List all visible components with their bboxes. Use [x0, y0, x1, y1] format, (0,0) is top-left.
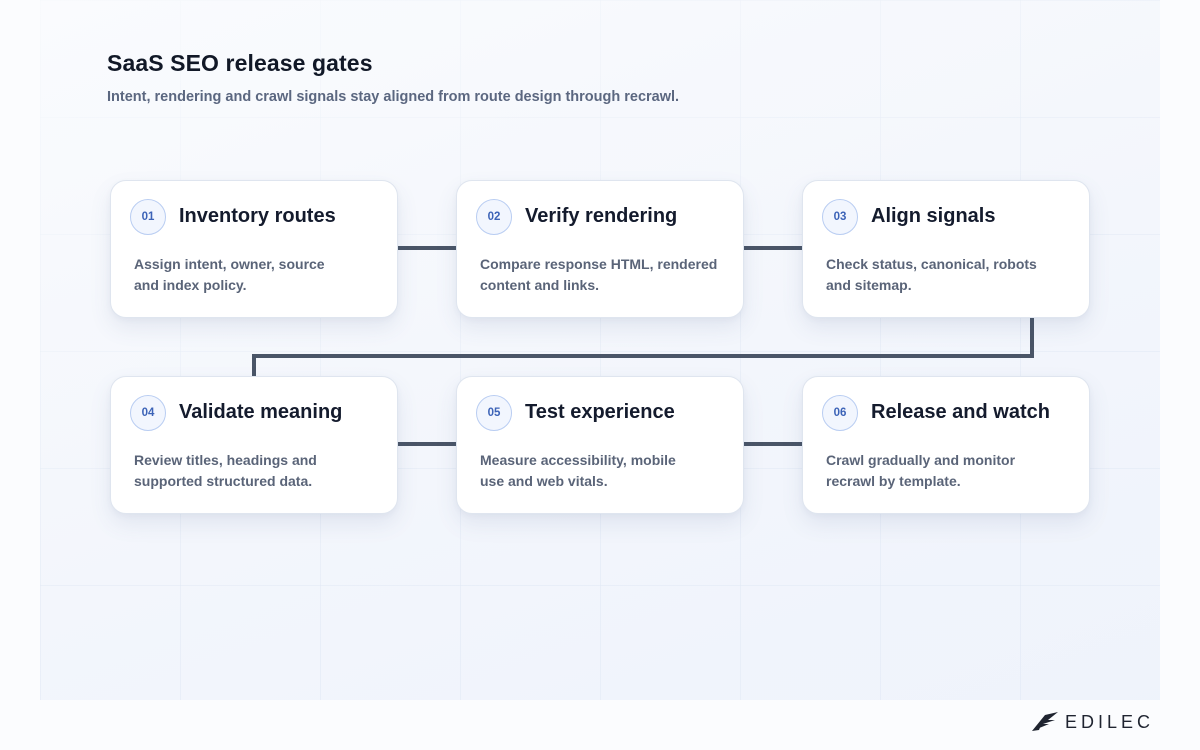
- step-card-02: 02 Verify rendering Compare response HTM…: [456, 180, 744, 318]
- step-card-03: 03 Align signals Check status, canonical…: [802, 180, 1090, 318]
- step-title: Align signals: [871, 205, 996, 227]
- step-title: Release and watch: [871, 401, 1050, 423]
- step-description: Compare response HTML, rendered content …: [480, 256, 718, 293]
- step-description: Check status, canonical, robots and site…: [826, 256, 1037, 293]
- step-description: Assign intent, owner, source and index p…: [134, 256, 325, 293]
- step-title: Verify rendering: [525, 205, 678, 227]
- step-number-badge: 01: [130, 199, 166, 235]
- step-title: Inventory routes: [179, 205, 336, 227]
- step-description: Measure accessibility, mobile use and we…: [480, 452, 676, 489]
- brand-logo: EDILEC: [1031, 711, 1154, 733]
- page-title: SaaS SEO release gates: [107, 50, 373, 76]
- step-number-badge: 03: [822, 199, 858, 235]
- brand-name: EDILEC: [1065, 711, 1155, 732]
- step-card-01: 01 Inventory routes Assign intent, owner…: [110, 180, 398, 318]
- step-number-badge: 02: [476, 199, 512, 235]
- step-card-05: 05 Test experience Measure accessibility…: [456, 376, 744, 514]
- edilec-logo-icon: [1032, 712, 1058, 731]
- step-number-badge: 05: [476, 395, 512, 431]
- step-title: Validate meaning: [179, 401, 343, 423]
- connector-03-04: [252, 318, 1034, 377]
- step-description: Crawl gradually and monitor recrawl by t…: [826, 452, 1016, 489]
- step-title: Test experience: [525, 401, 675, 423]
- step-description: Review titles, headings and supported st…: [134, 452, 317, 489]
- step-card-06: 06 Release and watch Crawl gradually and…: [802, 376, 1090, 514]
- step-number-badge: 06: [822, 395, 858, 431]
- step-card-04: 04 Validate meaning Review titles, headi…: [110, 376, 398, 514]
- diagram-canvas: [40, 0, 1160, 700]
- step-number-badge: 04: [130, 395, 166, 431]
- page-subtitle: Intent, rendering and crawl signals stay…: [107, 89, 680, 105]
